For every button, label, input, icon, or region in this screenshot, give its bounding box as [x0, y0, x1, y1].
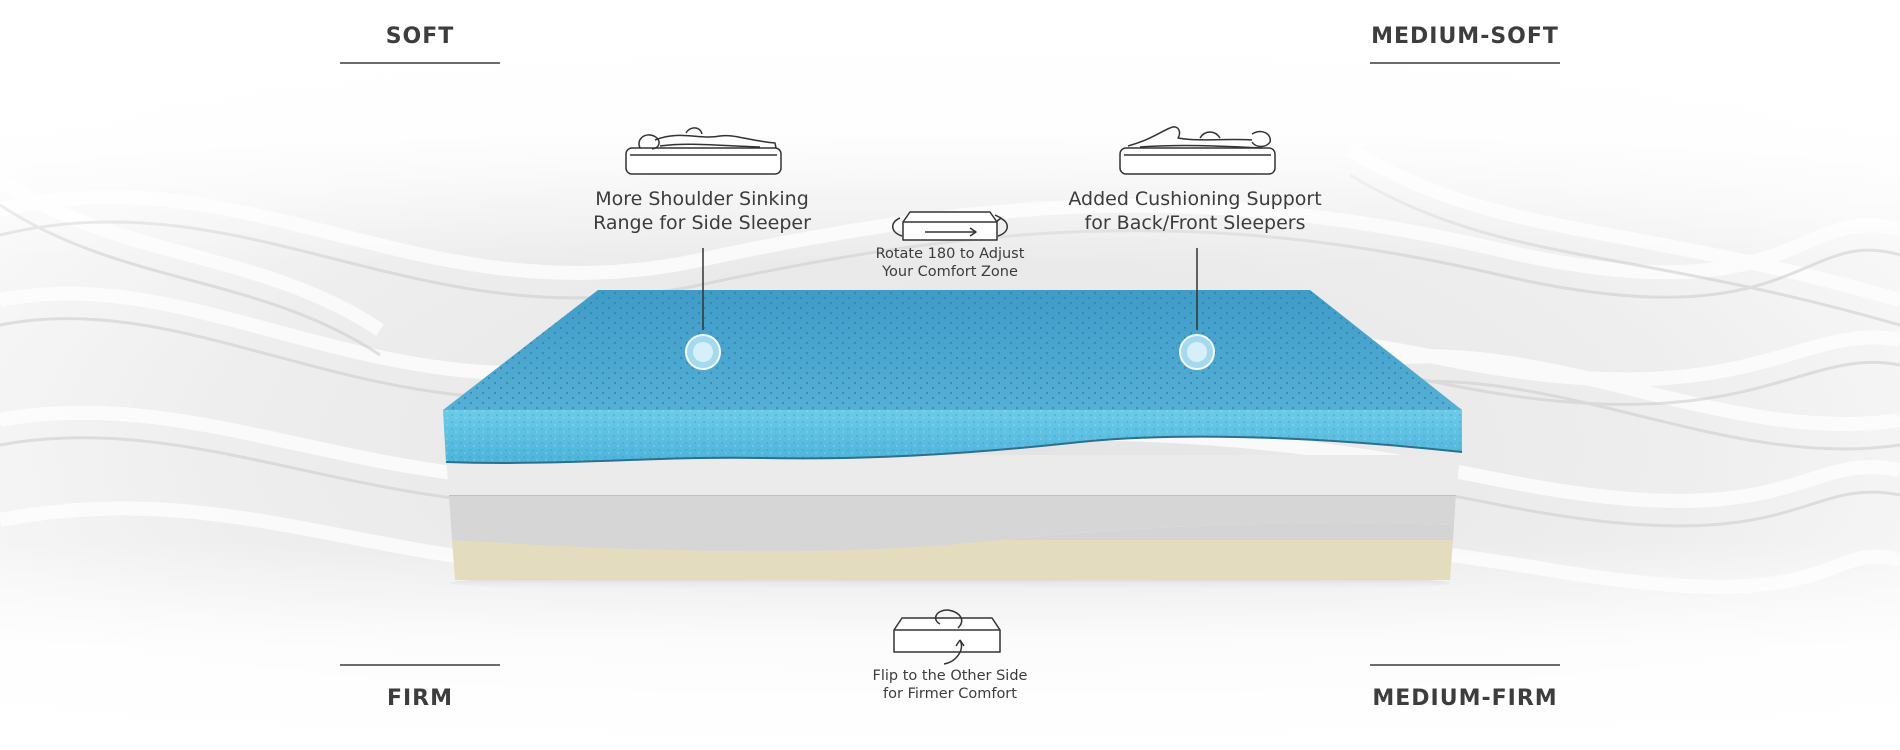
side-sleeper-caption: More Shoulder Sinking Range for Side Sle… [562, 188, 842, 236]
mattress [443, 290, 1463, 593]
flip-caption-line1: Flip to the Other Side [872, 668, 1028, 684]
back-sleeper-caption-line1: Added Cushioning Support [1068, 188, 1322, 210]
soft-label-text: SOFT [385, 24, 455, 49]
side-sleeper-caption-line1: More Shoulder Sinking [595, 188, 809, 210]
medium-soft-label: MEDIUM-SOFT [1370, 24, 1560, 64]
rotate-icon [892, 211, 1008, 241]
firm-label-rule [340, 664, 500, 666]
medium-firm-label-text: MEDIUM-FIRM [1372, 686, 1558, 711]
medium-firm-label: MEDIUM-FIRM [1370, 664, 1560, 711]
rotate-caption-line2: Your Comfort Zone [882, 264, 1018, 281]
side-sleeper-caption-line2: Range for Side Sleeper [593, 211, 811, 234]
firm-label-text: FIRM [386, 686, 454, 711]
side-sleeper-icon [625, 127, 782, 175]
flip-caption-line2: for Firmer Comfort [883, 686, 1017, 703]
soft-label-rule [340, 62, 500, 64]
soft-label: SOFT [340, 24, 500, 64]
rotate-caption-line1: Rotate 180 to Adjust [875, 246, 1025, 262]
back-sleeper-icon [1119, 126, 1276, 175]
medium-soft-label-rule [1370, 62, 1560, 64]
medium-firm-label-rule [1370, 664, 1560, 666]
back-sleeper-caption: Added Cushioning Support for Back/Front … [1045, 188, 1345, 236]
support-foam-layer [449, 495, 1456, 552]
flip-icon [893, 609, 1001, 665]
flip-caption: Flip to the Other Side for Firmer Comfor… [860, 667, 1040, 703]
comfort-foam-layer [446, 455, 1460, 495]
firm-label: FIRM [340, 664, 500, 711]
medium-soft-label-text: MEDIUM-SOFT [1371, 24, 1559, 49]
rotate-caption: Rotate 180 to Adjust Your Comfort Zone [860, 245, 1040, 281]
back-sleeper-caption-line2: for Back/Front Sleepers [1084, 211, 1306, 234]
callout-markers [685, 248, 1215, 370]
